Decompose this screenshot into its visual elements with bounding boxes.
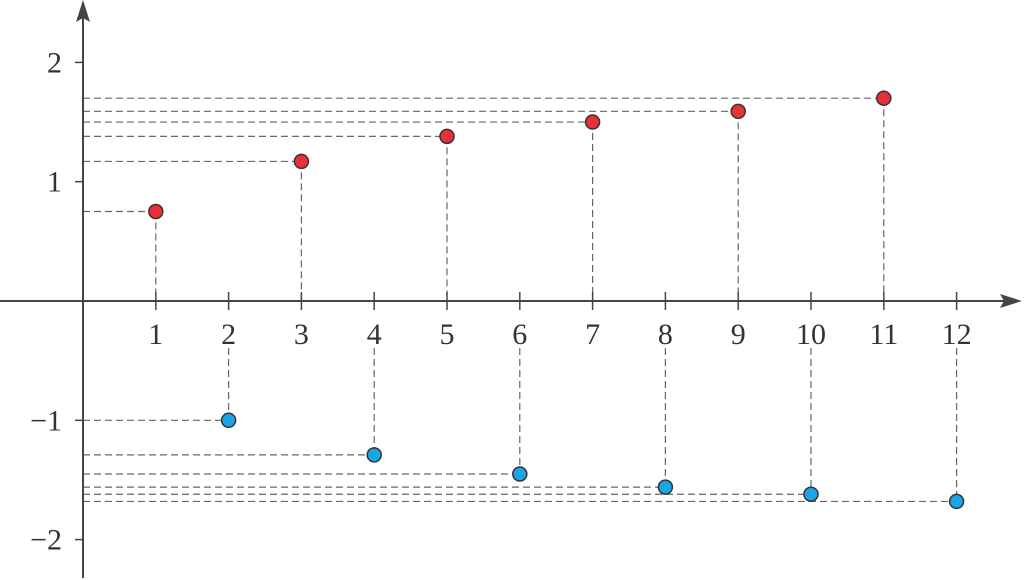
y-tick-label: −2 [30, 524, 62, 557]
data-point [293, 153, 310, 170]
x-axis-arrow [1000, 294, 1022, 308]
data-point [657, 479, 674, 495]
data-point [730, 103, 746, 120]
data-point [876, 90, 892, 106]
x-tick-label: 12 [942, 318, 972, 351]
y-tick-label: 1 [47, 166, 62, 199]
x-tick-label: 4 [367, 318, 382, 351]
data-point [220, 412, 237, 429]
x-tick-label: 7 [585, 318, 600, 351]
x-tick-label: 2 [221, 318, 236, 351]
data-point [366, 447, 382, 463]
x-tick-label: 11 [869, 318, 898, 351]
x-tick-label: 3 [294, 318, 309, 351]
x-tick-label: 1 [148, 318, 163, 351]
x-tick-label: 10 [796, 318, 826, 351]
data-point [948, 493, 965, 510]
y-tick-label: 2 [47, 46, 62, 79]
x-tick-label: 5 [440, 318, 455, 351]
x-tick-label: 6 [512, 318, 527, 351]
y-axis-arrow [76, 0, 90, 22]
data-point [512, 466, 528, 482]
data-point [439, 128, 455, 145]
x-tick-label: 9 [731, 318, 746, 351]
y-tick-label: −1 [30, 404, 62, 437]
x-tick-label: 8 [658, 318, 673, 351]
data-point [803, 486, 819, 503]
data-point [148, 203, 164, 220]
data-point [584, 114, 601, 130]
